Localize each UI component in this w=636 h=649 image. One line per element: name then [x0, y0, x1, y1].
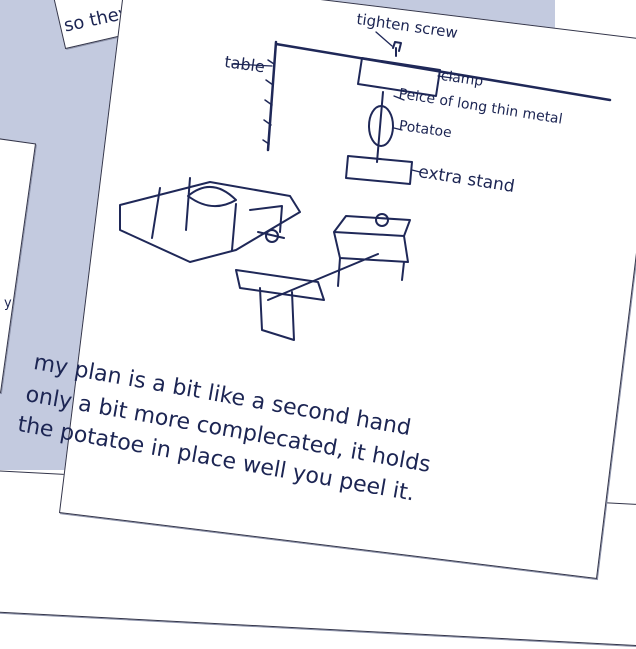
extra-stand	[346, 156, 412, 184]
right-device	[334, 216, 410, 286]
center-block	[236, 270, 324, 340]
screw	[393, 42, 401, 56]
screw-knob	[376, 214, 388, 226]
metal-rod	[377, 92, 383, 162]
left-device	[120, 178, 300, 262]
